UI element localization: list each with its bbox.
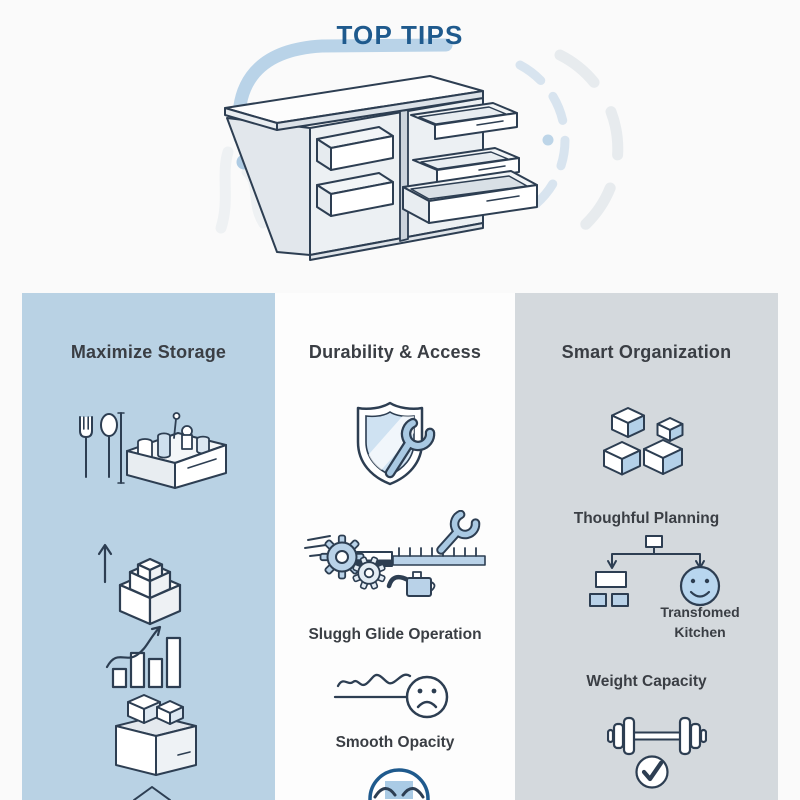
- ruler: [392, 547, 486, 566]
- dumbbell-icon: [607, 713, 707, 759]
- dashed-arc-decoration: [515, 49, 624, 231]
- growth-chart-arrow-icon: [105, 622, 190, 692]
- caption-smooth-opacity: Smooth Opacity: [335, 734, 455, 751]
- column-maximize-storage: Maximize Storage: [22, 293, 275, 800]
- caption-transformed-kitchen: Transfomed Kitchen: [660, 604, 740, 641]
- column-smart-organization: Smart Organization Thoughful Planning: [515, 293, 778, 800]
- org-boxes: [589, 571, 629, 607]
- frown-face: [405, 675, 449, 719]
- packed-crate-icon: [108, 693, 203, 778]
- wavy-line: [336, 673, 412, 688]
- caption-glide-operation: Sluggh Glide Operation: [308, 626, 482, 643]
- caption-weight-capacity: Weight Capacity: [586, 673, 707, 690]
- column-heading-smart-organization: Smart Organization: [561, 342, 732, 362]
- check-circle-icon: [634, 754, 674, 794]
- up-arrow: [97, 543, 113, 584]
- column-heading-durability-access: Durability & Access: [308, 342, 482, 362]
- large-gear-icon: [319, 534, 365, 580]
- wrench-icon: [384, 417, 436, 479]
- column-heading-maximize-storage: Maximize Storage: [70, 342, 227, 362]
- oil-can-icon: [386, 571, 436, 597]
- caption-thoughtful-planning: Thoughful Planning: [573, 510, 720, 527]
- page-title: TOP TIPS: [336, 20, 464, 50]
- open-drawer-with-items: [126, 412, 227, 489]
- rising-arrow: [105, 625, 162, 669]
- diamond-tip-icon: [128, 786, 176, 800]
- arrow-down-left: [607, 560, 617, 569]
- column-durability-access: Durability & Access: [275, 293, 515, 800]
- stacked-boxes-arrow-icon: [88, 520, 193, 635]
- mount-line: [117, 412, 125, 484]
- shield-wrench-icon: [350, 398, 455, 490]
- gears-ruler-wrench-oilcan-icon: [293, 510, 498, 605]
- cabinet-illustration: [224, 75, 538, 261]
- spoon-icon: [100, 413, 118, 478]
- planning-tree-smiley-icon: [588, 534, 738, 612]
- smiley-face: [679, 565, 721, 607]
- three-tier-boxes: [118, 557, 182, 626]
- right-bay-trays: [402, 102, 538, 224]
- utensils-drawer-icon: [70, 405, 235, 490]
- wave-frown-face-icon: [332, 664, 467, 734]
- fork-icon: [79, 416, 93, 478]
- left-bay-trays: [316, 126, 394, 217]
- wrench-icon: [436, 510, 481, 555]
- hero-illustration: [215, 38, 624, 261]
- stacked-cubes-icon: [600, 406, 705, 481]
- small-gear-icon: [352, 556, 386, 590]
- boxes-in-crate: [127, 694, 184, 725]
- partial-circle-gauge-icon: [366, 766, 434, 800]
